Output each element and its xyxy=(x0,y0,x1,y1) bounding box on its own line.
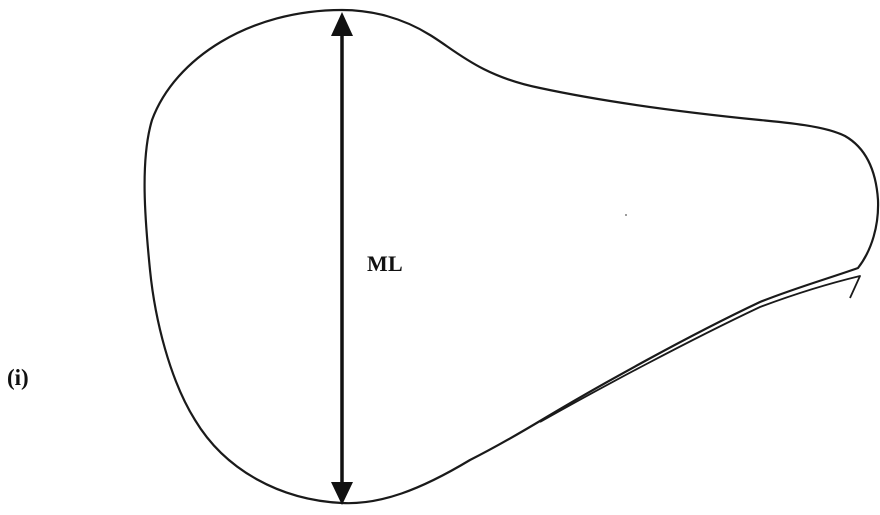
bone-cross-section-outline xyxy=(143,8,880,505)
arrowhead-top-icon xyxy=(331,12,353,36)
arrowhead-bottom-icon xyxy=(331,482,353,505)
ml-label: ML xyxy=(367,251,403,276)
inner-edge-line xyxy=(539,275,861,423)
speck-mark xyxy=(625,214,627,216)
panel-label: (i) xyxy=(7,365,29,390)
